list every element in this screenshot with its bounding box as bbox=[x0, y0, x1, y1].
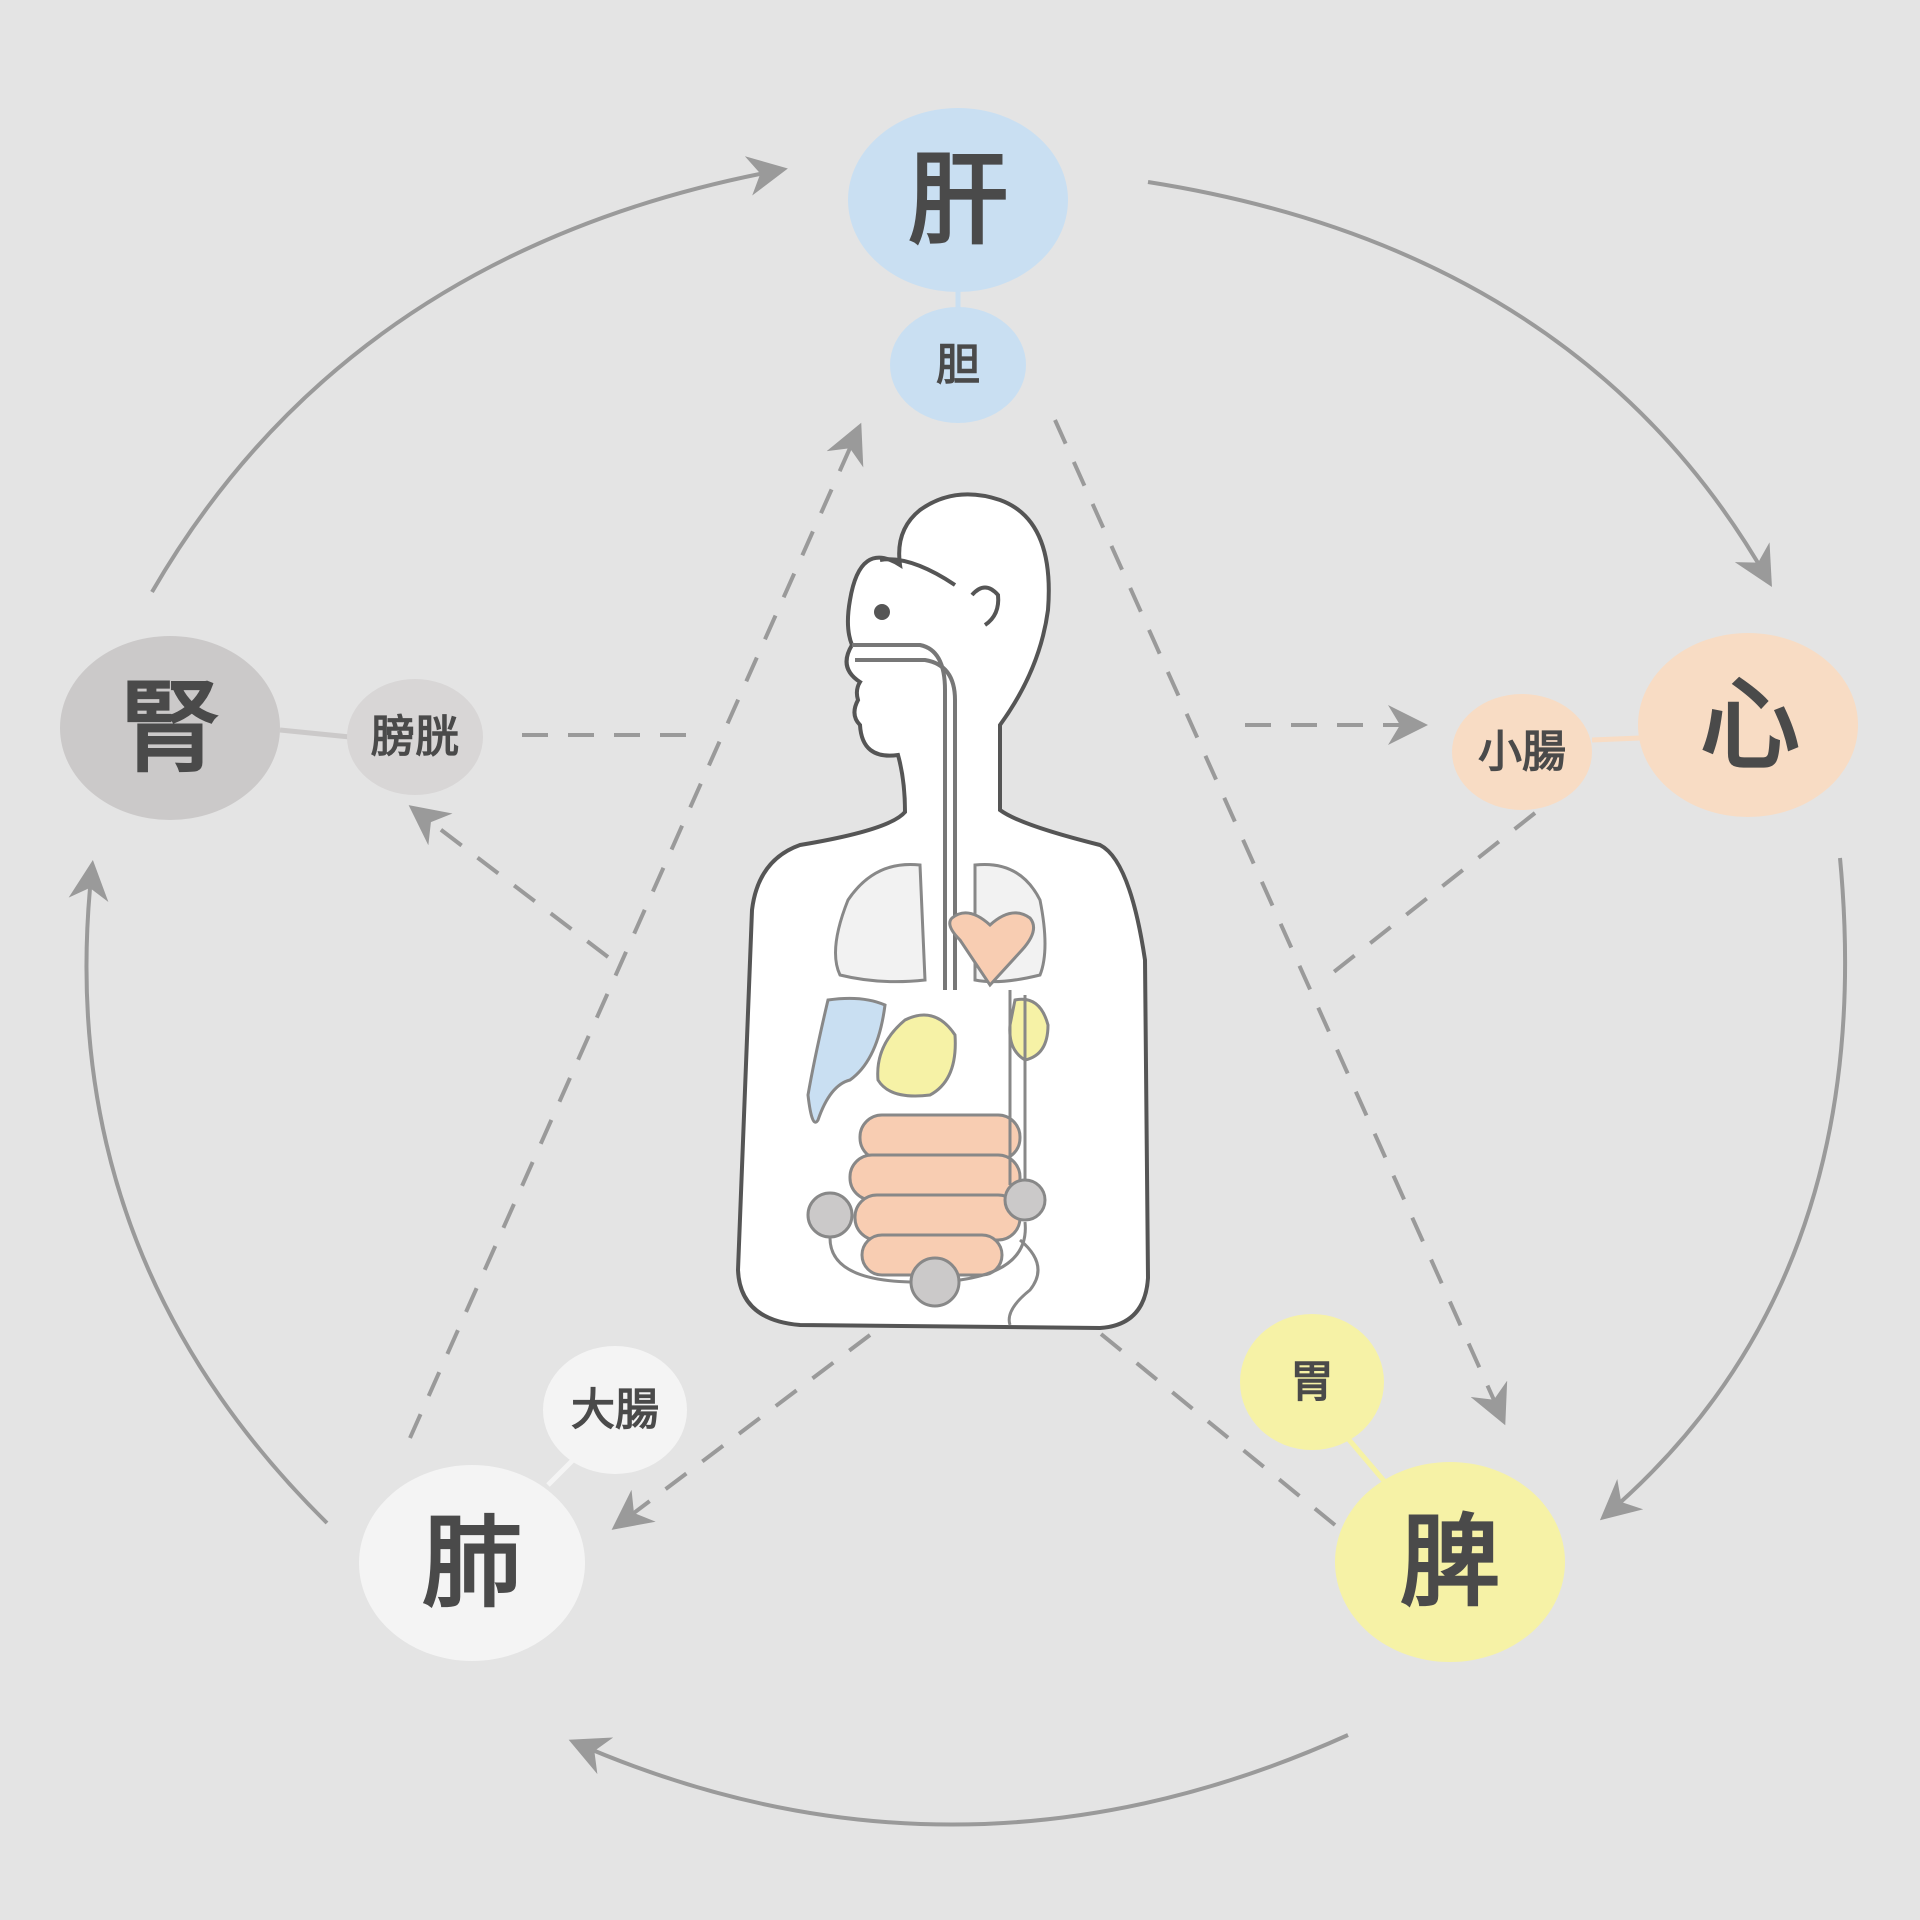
kidney-shape-right bbox=[1003, 1178, 1047, 1222]
lung-label: 肺 bbox=[422, 1505, 522, 1622]
kidney-shape bbox=[806, 1191, 854, 1239]
node-heart: 心 bbox=[1638, 633, 1858, 817]
node-bladder: 膀胱 bbox=[347, 679, 483, 795]
stomach-shape bbox=[876, 1013, 957, 1098]
liver-shape bbox=[806, 996, 887, 1124]
liver-label: 肝 bbox=[908, 142, 1008, 259]
bladder-shape bbox=[909, 1256, 961, 1308]
stomach-circle bbox=[1240, 1314, 1384, 1450]
node-stomach: 胃 bbox=[1240, 1314, 1384, 1450]
arrow-lung-to-kidney bbox=[68, 860, 329, 1525]
node-kidney: 腎 bbox=[60, 636, 280, 820]
kidney-label: 腎 bbox=[120, 670, 220, 787]
arrow-liver-to-heart bbox=[1147, 180, 1772, 587]
gallbladder-label: 胆 bbox=[936, 340, 980, 391]
gallbladder-circle bbox=[890, 307, 1026, 423]
large-intestine-circle bbox=[543, 1346, 687, 1474]
node-gallbladder: 胆 bbox=[890, 307, 1026, 423]
liver-circle bbox=[848, 108, 1068, 292]
node-large-intestine: 大腸 bbox=[543, 1346, 687, 1474]
kidney-circle bbox=[60, 636, 280, 820]
arrow-kidney-to-liver bbox=[150, 156, 788, 594]
node-lung: 肺 bbox=[359, 1465, 585, 1661]
heart-label: 心 bbox=[1700, 667, 1800, 784]
large-intestine-label: 大腸 bbox=[571, 1385, 659, 1436]
generating-cycle-arrows bbox=[68, 156, 1848, 1827]
bladder-label: 膀胱 bbox=[370, 712, 459, 763]
dashed-small-intestine-to-lung bbox=[1328, 811, 1537, 977]
intestines-shape bbox=[848, 1113, 1022, 1277]
dashed-small-intestine-to-lung-b bbox=[611, 1333, 872, 1530]
human-torso-organs-illustration bbox=[735, 492, 1151, 1331]
arrow-spleen-to-lung bbox=[568, 1733, 1349, 1827]
controlling-cycle-arrows bbox=[408, 419, 1537, 1530]
lung-circle bbox=[359, 1465, 585, 1661]
small-intestine-circle bbox=[1452, 694, 1592, 810]
small-intestine-label: 小腸 bbox=[1478, 727, 1566, 778]
node-liver: 肝 bbox=[848, 108, 1068, 292]
arrow-heart-to-spleen bbox=[1599, 857, 1848, 1521]
node-spleen: 脾 bbox=[1335, 1462, 1565, 1662]
spleen-circle bbox=[1335, 1462, 1565, 1662]
stomach-label: 胃 bbox=[1290, 1357, 1334, 1408]
spleen-shape bbox=[1008, 997, 1050, 1062]
lung-left-shape bbox=[834, 862, 927, 984]
spleen-label: 脾 bbox=[1400, 1504, 1500, 1621]
heart-circle bbox=[1638, 633, 1858, 817]
zang-fu-connectors bbox=[279, 285, 1641, 1487]
node-small-intestine: 小腸 bbox=[1452, 694, 1592, 810]
heart-shape bbox=[948, 911, 1036, 988]
dashed-spleen-to-kidney bbox=[1088, 1323, 1337, 1527]
dashed-spleen-to-kidney-b bbox=[408, 805, 610, 959]
bladder-circle bbox=[347, 679, 483, 795]
